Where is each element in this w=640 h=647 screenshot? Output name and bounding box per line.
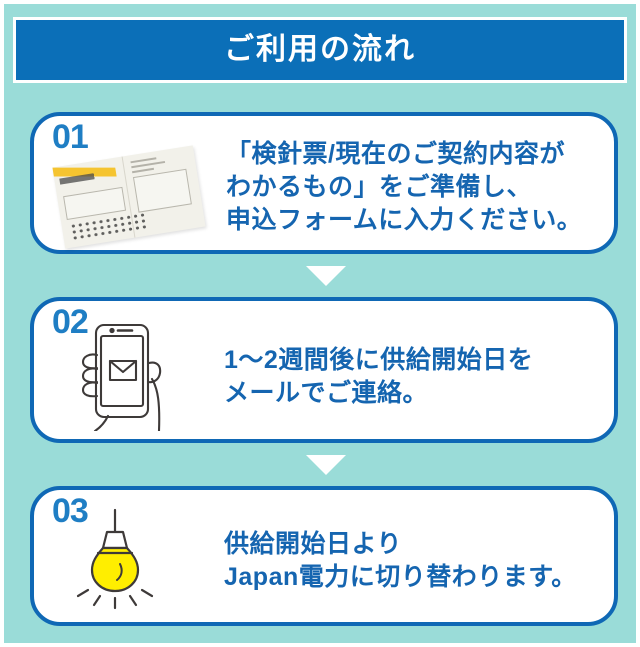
slip-text-line: [132, 167, 155, 174]
step-number-03: 03: [52, 492, 89, 530]
step-number-01: 01: [52, 118, 89, 156]
down-triangle-icon: [306, 266, 346, 286]
step-text-03: 供給開始日より Japan電力に切り替わります。: [224, 530, 577, 591]
phone-hand-svg: [81, 323, 162, 433]
down-triangle-icon: [306, 455, 346, 475]
step-card-01: 01 「検針票/現在のご契約内容が わかるもの」をご準備し、 申込フォームに入力…: [30, 112, 618, 254]
header-banner: ご利用の流れ: [13, 17, 627, 83]
step-card-02: 02: [30, 297, 618, 443]
meter-reading-slip-photo-icon: [48, 144, 213, 252]
hand-holding-smartphone-mail-icon: [48, 319, 213, 433]
step-text-01: 「検針票/現在のご契約内容が わかるもの」をご準備し、 申込フォームに入力くださ…: [226, 140, 583, 234]
teal-panel: ご利用の流れ 01 「検針票/現在のご契約内容が わかるもの」をご準備し、 申: [4, 4, 636, 643]
step-number-02: 02: [52, 303, 89, 341]
hanging-lightbulb-icon: [48, 504, 213, 616]
page-title: ご利用の流れ: [224, 33, 416, 66]
slip-paper: [52, 145, 206, 249]
lightbulb-svg: [76, 508, 154, 610]
step-text-02: 1〜2週間後に供給開始日を メールでご連絡。: [224, 346, 534, 407]
step-card-03: 03: [30, 486, 618, 626]
slip-box: [132, 168, 192, 213]
